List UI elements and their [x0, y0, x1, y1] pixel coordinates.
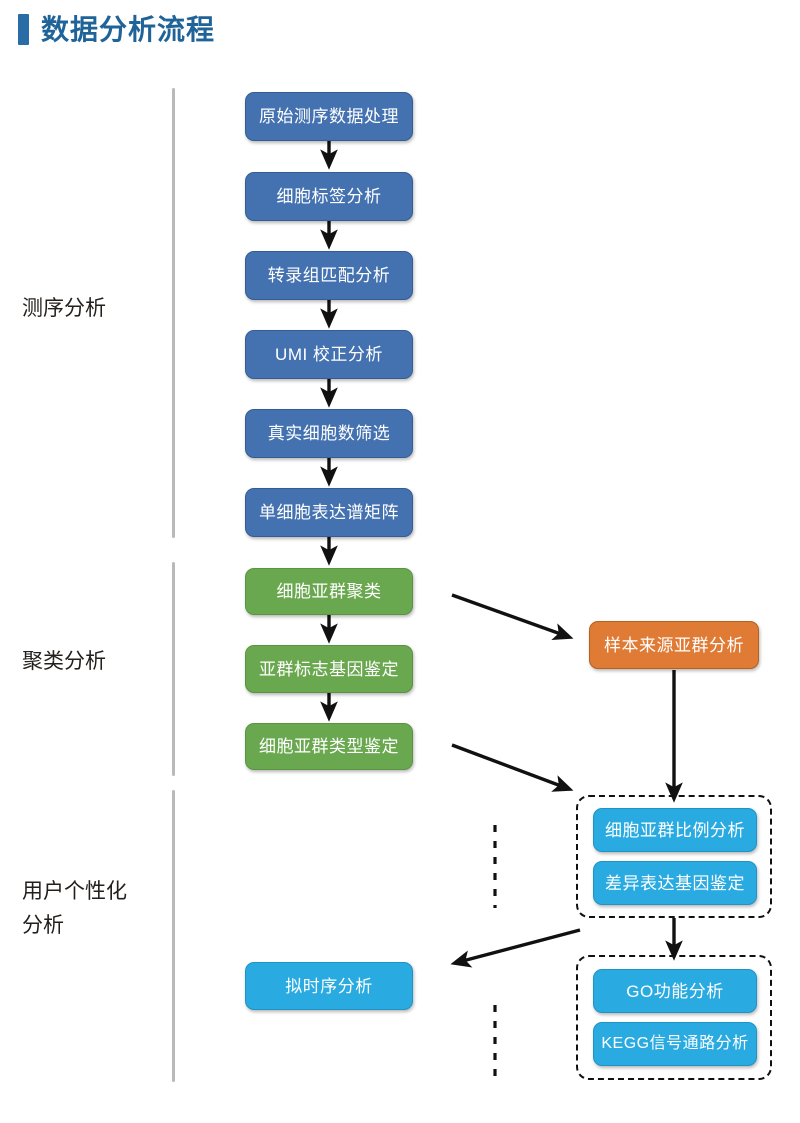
section-label-clustering: 聚类分析	[22, 650, 106, 673]
page-title: 数据分析流程	[41, 13, 216, 45]
title-accent-bar	[18, 14, 29, 45]
group-downstream-enrichment: GO功能分析 KEGG信号通路分析	[576, 955, 772, 1080]
section-label-custom: 用户个性化 分析	[22, 880, 127, 937]
node-sample-source[interactable]: 样本来源亚群分析	[589, 621, 759, 669]
node-go-analysis[interactable]: GO功能分析	[593, 969, 757, 1013]
node-cell-tag[interactable]: 细胞标签分析	[245, 172, 413, 221]
node-raw-seq[interactable]: 原始测序数据处理	[245, 92, 413, 141]
node-subgroup-cluster[interactable]: 细胞亚群聚类	[245, 568, 413, 615]
section-label-sequencing: 测序分析	[22, 297, 106, 320]
node-subgroup-ratio[interactable]: 细胞亚群比例分析	[593, 808, 757, 852]
node-umi-correct[interactable]: UMI 校正分析	[245, 330, 413, 379]
section-divider-custom	[172, 790, 175, 1082]
page-header: 数据分析流程	[18, 14, 215, 45]
node-subgroup-type[interactable]: 细胞亚群类型鉴定	[245, 723, 413, 770]
node-pseudotime[interactable]: 拟时序分析	[245, 962, 413, 1010]
node-transcriptome-match[interactable]: 转录组匹配分析	[245, 251, 413, 300]
section-divider-clustering	[172, 562, 175, 776]
section-divider-sequencing	[172, 88, 175, 538]
node-true-cell-filter[interactable]: 真实细胞数筛选	[245, 409, 413, 458]
group-downstream-primary: 细胞亚群比例分析 差异表达基因鉴定	[576, 795, 772, 918]
node-expression-matrix[interactable]: 单细胞表达谱矩阵	[245, 488, 413, 537]
node-marker-gene[interactable]: 亚群标志基因鉴定	[245, 645, 413, 693]
node-deg-identify[interactable]: 差异表达基因鉴定	[593, 861, 757, 905]
node-kegg-analysis[interactable]: KEGG信号通路分析	[593, 1022, 757, 1066]
